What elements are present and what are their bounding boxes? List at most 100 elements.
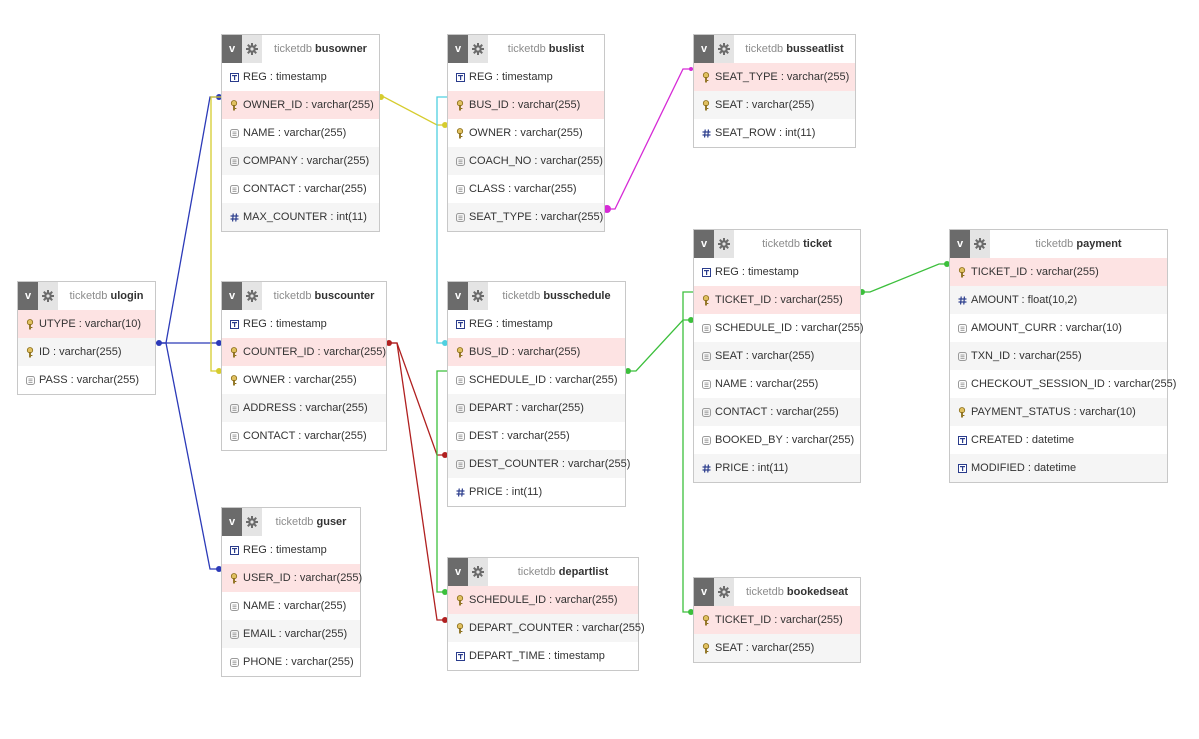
column-row[interactable]: USER_ID : varchar(255) [222,564,362,592]
column-row[interactable]: COACH_NO : varchar(255) [448,147,604,175]
column-label: ADDRESS : varchar(255) [243,402,368,414]
column-row[interactable]: REG : timestamp [222,536,360,564]
collapse-button[interactable]: v [694,578,714,606]
column-row[interactable]: TICKET_ID : varchar(255) [950,258,1167,286]
column-row[interactable]: OWNER_ID : varchar(255) [222,91,379,119]
column-row[interactable]: NAME : varchar(255) [694,370,860,398]
column-row[interactable]: AMOUNT_CURR : varchar(10) [950,314,1167,342]
gear-icon[interactable] [242,282,262,310]
column-label: MAX_COUNTER : int(11) [243,211,367,223]
column-row[interactable]: SEAT : varchar(255) [694,91,855,119]
table-name: payment [1076,238,1122,250]
gear-icon[interactable] [242,35,262,63]
column-row[interactable]: ADDRESS : varchar(255) [222,394,386,422]
column-row[interactable]: DEPART : varchar(255) [448,394,625,422]
column-row[interactable]: PAYMENT_STATUS : varchar(10) [950,398,1167,426]
collapse-button[interactable]: v [950,230,970,258]
column-row[interactable]: COUNTER_ID : varchar(255) [222,338,386,366]
column-row[interactable]: EMAIL : varchar(255) [222,620,360,648]
column-row[interactable]: PASS : varchar(255) [18,366,155,394]
column-row[interactable]: SEAT_TYPE : varchar(255) [694,63,855,91]
column-label: PHONE : varchar(255) [243,656,354,668]
gear-icon[interactable] [714,578,734,606]
column-row[interactable]: ID : varchar(255) [18,338,155,366]
column-row[interactable]: SEAT_ROW : int(11) [694,119,855,147]
gear-icon[interactable] [714,35,734,63]
collapse-button[interactable]: v [222,35,242,63]
gear-icon[interactable] [468,35,488,63]
column-row[interactable]: OWNER : varchar(255) [448,119,604,147]
collapse-button[interactable]: v [448,35,468,63]
column-row[interactable]: AMOUNT : float(10,2) [950,286,1167,314]
gear-icon[interactable] [714,230,734,258]
collapse-button[interactable]: v [448,282,468,310]
column-row[interactable]: SEAT : varchar(255) [694,634,860,662]
column-row[interactable]: DEST_COUNTER : varchar(255) [448,450,630,478]
column-row[interactable]: PRICE : int(11) [694,454,860,482]
collapse-button[interactable]: v [222,508,242,536]
gear-icon[interactable] [242,508,262,536]
column-label: REG : timestamp [243,71,327,83]
column-row[interactable]: TICKET_ID : varchar(255) [694,606,860,634]
column-row[interactable]: REG : timestamp [448,63,604,91]
column-row[interactable]: BOOKED_BY : varchar(255) [694,426,860,454]
column-row[interactable]: PRICE : int(11) [448,478,625,506]
column-row[interactable]: CONTACT : varchar(255) [222,175,379,203]
column-row[interactable]: MAX_COUNTER : int(11) [222,203,379,231]
column-row[interactable]: REG : timestamp [222,310,386,338]
column-label: SCHEDULE_ID : varchar(255) [715,322,864,334]
collapse-button[interactable]: v [694,230,714,258]
column-row[interactable]: CLASS : varchar(255) [448,175,604,203]
column-row[interactable]: NAME : varchar(255) [222,592,360,620]
column-row[interactable]: NAME : varchar(255) [222,119,379,147]
column-row[interactable]: BUS_ID : varchar(255) [448,91,604,119]
column-row[interactable]: REG : timestamp [222,63,379,91]
column-row[interactable]: OWNER : varchar(255) [222,366,386,394]
column-row[interactable]: SCHEDULE_ID : varchar(255) [448,366,625,394]
column-row[interactable]: BUS_ID : varchar(255) [448,338,625,366]
column-row[interactable]: PHONE : varchar(255) [222,648,360,676]
column-row[interactable]: SEAT_TYPE : varchar(255) [448,203,604,231]
column-row[interactable]: REG : timestamp [448,310,625,338]
column-row[interactable]: SCHEDULE_ID : varchar(255) [448,586,638,614]
column-row[interactable]: CHECKOUT_SESSION_ID : varchar(255) [950,370,1176,398]
column-row[interactable]: CONTACT : varchar(255) [694,398,860,426]
text-icon [956,322,968,334]
column-row[interactable]: COMPANY : varchar(255) [222,147,379,175]
gear-icon[interactable] [468,282,488,310]
column-row[interactable]: UTYPE : varchar(10) [18,310,155,338]
timestamp-icon [228,71,240,83]
column-row[interactable]: MODIFIED : datetime [950,454,1167,482]
column-row[interactable]: DEPART_COUNTER : varchar(255) [448,614,645,642]
column-row[interactable]: SCHEDULE_ID : varchar(255) [694,314,864,342]
column-row[interactable]: TICKET_ID : varchar(255) [694,286,860,314]
column-row[interactable]: CONTACT : varchar(255) [222,422,386,450]
gear-icon[interactable] [468,558,488,586]
gear-icon[interactable] [38,282,58,310]
text-icon [700,406,712,418]
gear-icon[interactable] [970,230,990,258]
column-row[interactable]: TXN_ID : varchar(255) [950,342,1167,370]
collapse-button[interactable]: v [222,282,242,310]
collapse-button[interactable]: v [18,282,38,310]
column-row[interactable]: REG : timestamp [694,258,860,286]
collapse-button[interactable]: v [448,558,468,586]
column-row[interactable]: CREATED : datetime [950,426,1167,454]
column-row[interactable]: DEST : varchar(255) [448,422,625,450]
link-buscounter-busschedule [387,342,447,456]
column-row[interactable]: SEAT : varchar(255) [694,342,860,370]
column-row[interactable]: DEPART_TIME : timestamp [448,642,638,670]
collapse-button[interactable]: v [694,35,714,63]
